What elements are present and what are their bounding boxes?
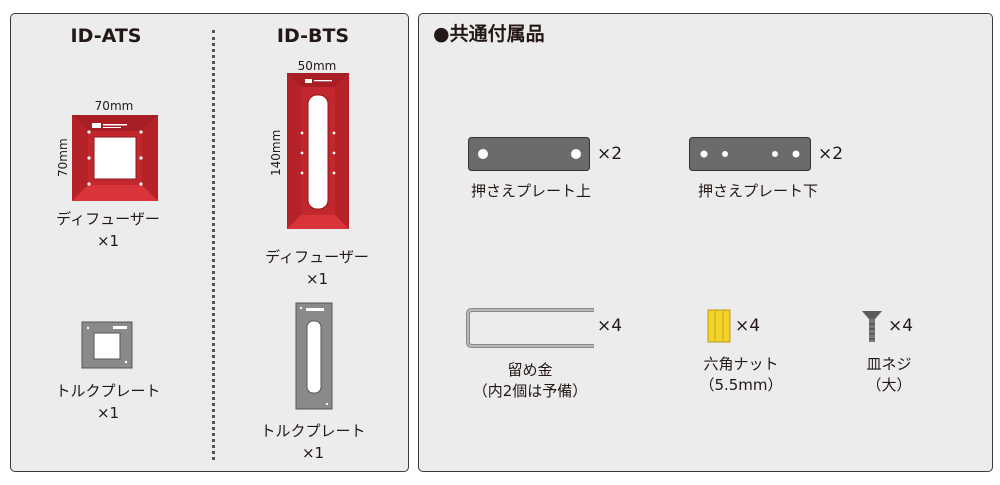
ats-diffuser-height: 70mm [56, 138, 70, 177]
ats-heading: ID-ATS [70, 25, 142, 47]
bts-diffuser-image [287, 73, 349, 229]
flat-screw-image [862, 311, 882, 342]
bts-torque-label: トルクプレート [260, 422, 366, 440]
clasp-qty: ×4 [597, 316, 623, 336]
ats-torque-label: トルクプレート [55, 382, 161, 400]
hex-nut-label: 六角ナット [703, 355, 779, 373]
bts-diffuser-label: ディフューザー [265, 248, 369, 266]
lower-plate-image [689, 137, 811, 171]
ats-torque-qty: ×1 [96, 404, 120, 422]
bts-heading: ID-BTS [276, 25, 350, 47]
upper-plate-image [468, 137, 590, 171]
flat-screw-size: （大） [866, 376, 912, 394]
ats-diffuser-width: 70mm [94, 99, 134, 113]
lower-plate-qty: ×2 [818, 144, 844, 164]
lower-plate-label: 押さえプレート下 [697, 182, 819, 200]
flat-screw-label: 皿ネジ [866, 355, 912, 373]
column-divider [212, 30, 215, 460]
clasp-label: 留め金 [507, 361, 553, 379]
hex-nut-image [707, 309, 731, 343]
left-panel [10, 13, 409, 472]
ats-diffuser-qty: ×1 [96, 232, 120, 250]
upper-plate-qty: ×2 [597, 144, 623, 164]
bts-diffuser-qty: ×1 [305, 270, 329, 288]
clasp-image [466, 308, 594, 348]
hex-nut-qty: ×4 [735, 316, 761, 336]
bts-torque-plate-image [295, 302, 333, 410]
ats-diffuser-label: ディフューザー [56, 210, 160, 228]
upper-plate-label: 押さえプレート上 [470, 182, 592, 200]
clasp-note: （内2個は予備） [472, 382, 588, 400]
bts-torque-qty: ×1 [301, 444, 325, 462]
ats-torque-plate-image [81, 321, 133, 369]
right-panel [418, 13, 993, 472]
flat-screw-qty: ×4 [888, 316, 914, 336]
hex-nut-size: （5.5mm） [699, 376, 783, 394]
accessories-heading: ●共通付属品 [433, 23, 545, 45]
ats-diffuser-image [72, 115, 158, 201]
bts-diffuser-height: 140mm [269, 129, 283, 176]
bts-diffuser-width: 50mm [297, 59, 337, 73]
